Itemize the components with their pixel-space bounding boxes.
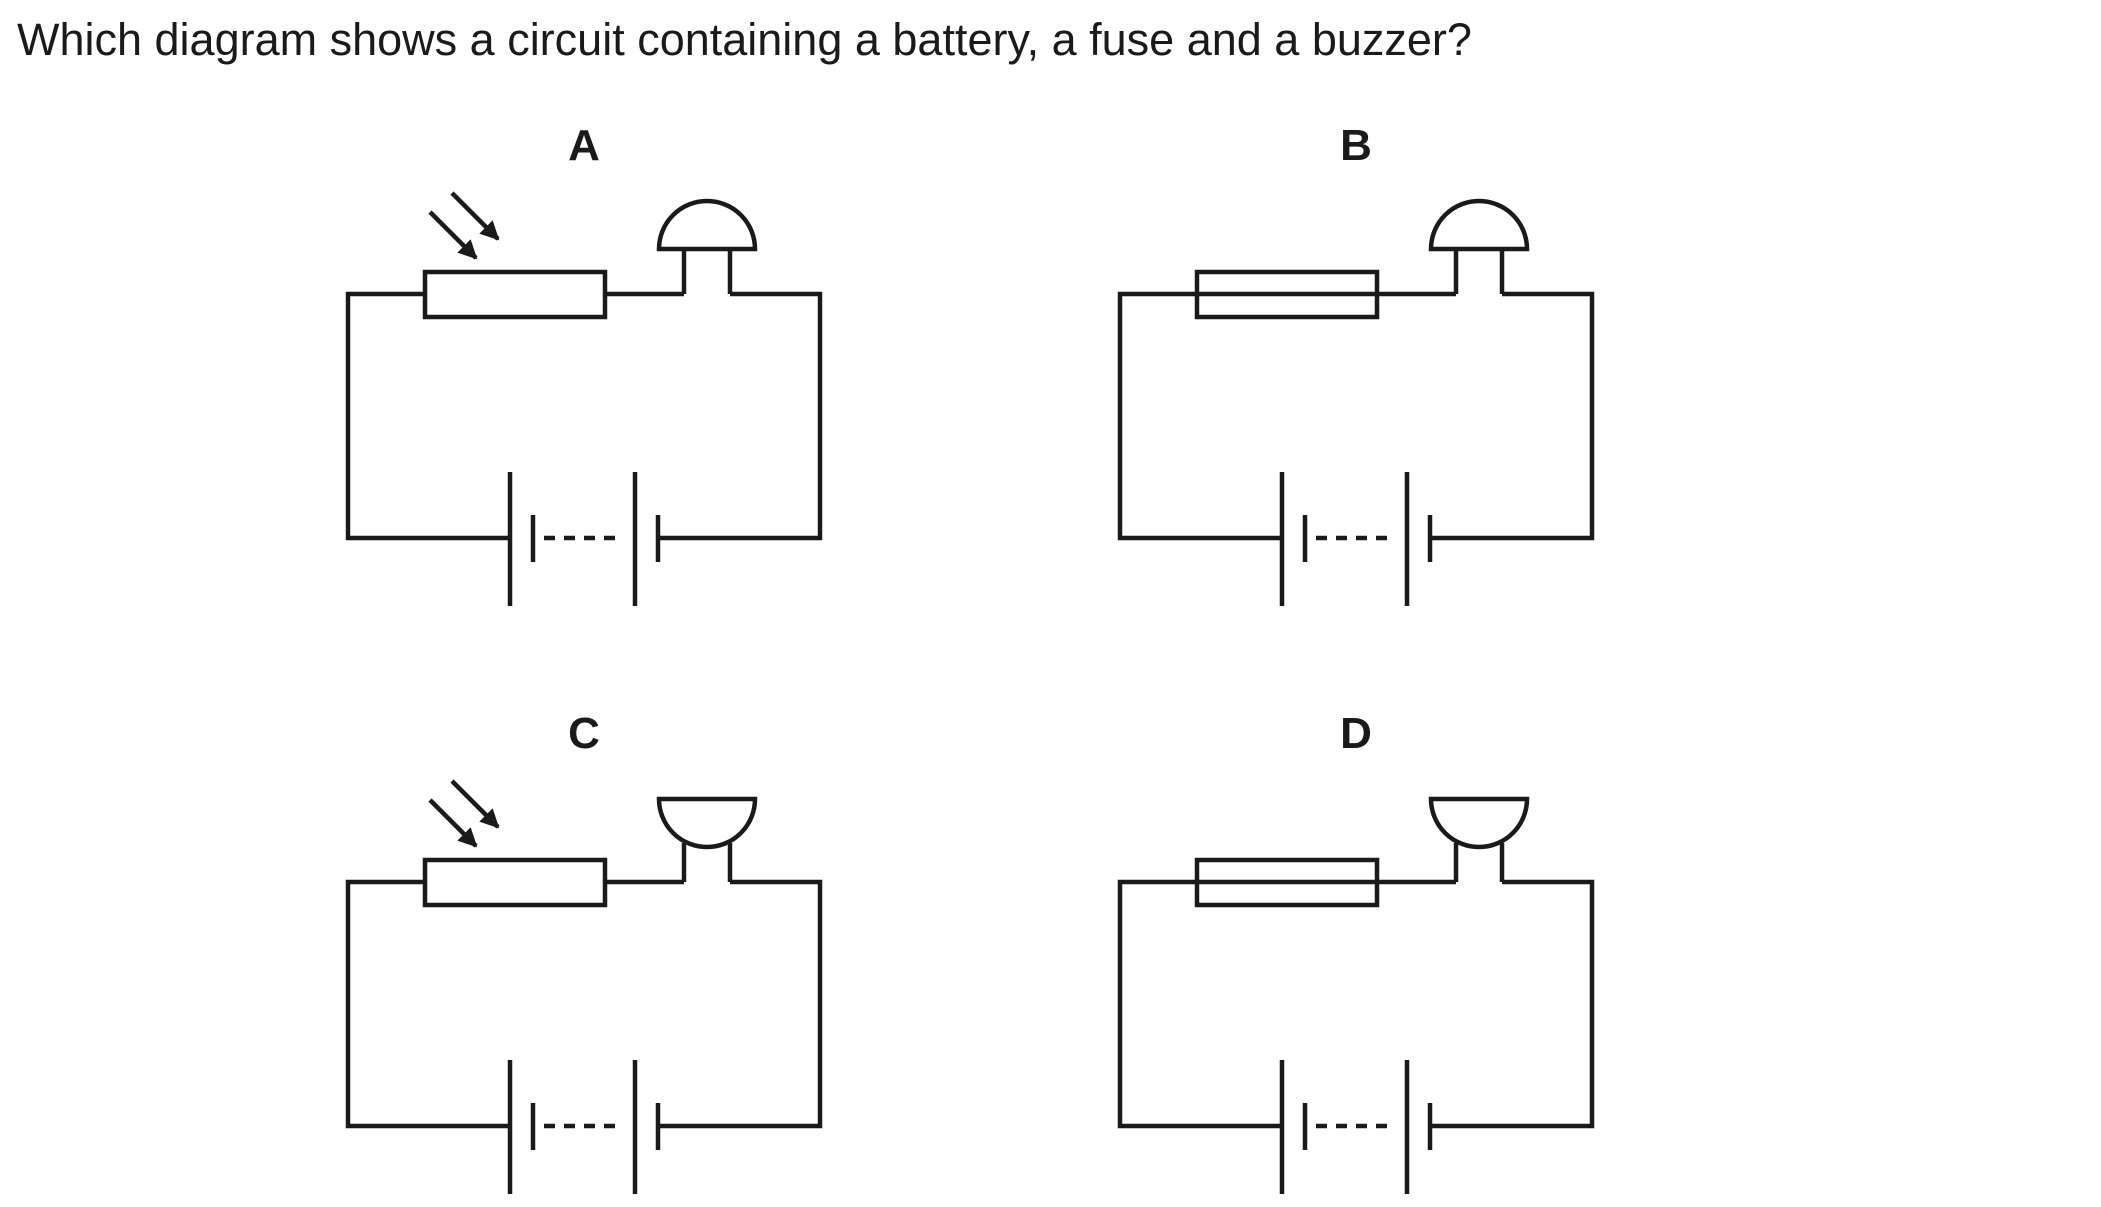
option-letter: D — [1340, 709, 1372, 758]
circuit — [345, 191, 823, 606]
wire — [345, 879, 510, 1129]
battery-icon — [507, 472, 661, 606]
battery-icon — [507, 1060, 661, 1194]
option-a[interactable]: A — [345, 121, 823, 606]
question-text: Which diagram shows a circuit containing… — [17, 14, 1472, 65]
option-d[interactable]: D — [1117, 709, 1595, 1194]
battery-icon — [1279, 1060, 1433, 1194]
bell-icon — [656, 198, 758, 294]
wire — [658, 291, 823, 541]
option-c[interactable]: C — [345, 709, 823, 1194]
fuse-icon — [1194, 857, 1380, 908]
buzzer-icon — [1428, 796, 1530, 882]
circuit — [1117, 796, 1595, 1194]
option-letter: C — [568, 709, 600, 758]
fuse-icon — [1194, 269, 1380, 320]
bell-icon — [1428, 198, 1530, 294]
circuit — [345, 779, 823, 1194]
wire — [1430, 879, 1595, 1129]
buzzer-icon — [656, 796, 758, 882]
wire — [1117, 879, 1282, 1129]
wire — [1430, 291, 1595, 541]
light-dependent-resistor-icon — [422, 191, 608, 320]
battery-icon — [1279, 472, 1433, 606]
option-letter: B — [1340, 121, 1372, 170]
option-b[interactable]: B — [1117, 121, 1595, 606]
wire — [658, 879, 823, 1129]
wire — [345, 291, 510, 541]
circuit — [1117, 198, 1595, 606]
option-letter: A — [568, 121, 600, 170]
light-dependent-resistor-icon — [422, 779, 608, 908]
wire — [1117, 291, 1282, 541]
